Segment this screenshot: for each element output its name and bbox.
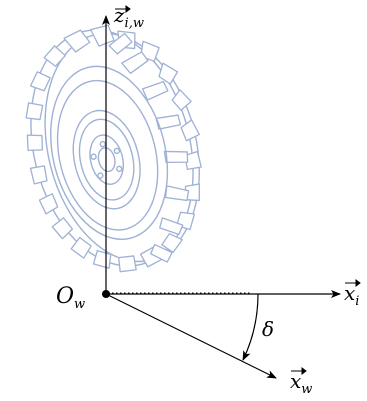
vector-arrow-marks (115, 5, 361, 375)
origin-label: Ow (56, 284, 85, 312)
x-w-axis-label: xw (290, 369, 312, 397)
origin-point-icon (102, 290, 110, 298)
x-i-axis-label: xi (344, 281, 359, 309)
z-axis-label: zi,w (113, 3, 144, 31)
tread-pattern (25, 24, 202, 273)
rim (72, 109, 141, 210)
angle-arc-icon (242, 293, 259, 361)
x-w-axis-line (105, 293, 277, 379)
angle-label: δ (262, 317, 274, 341)
tire-icon (25, 24, 202, 273)
